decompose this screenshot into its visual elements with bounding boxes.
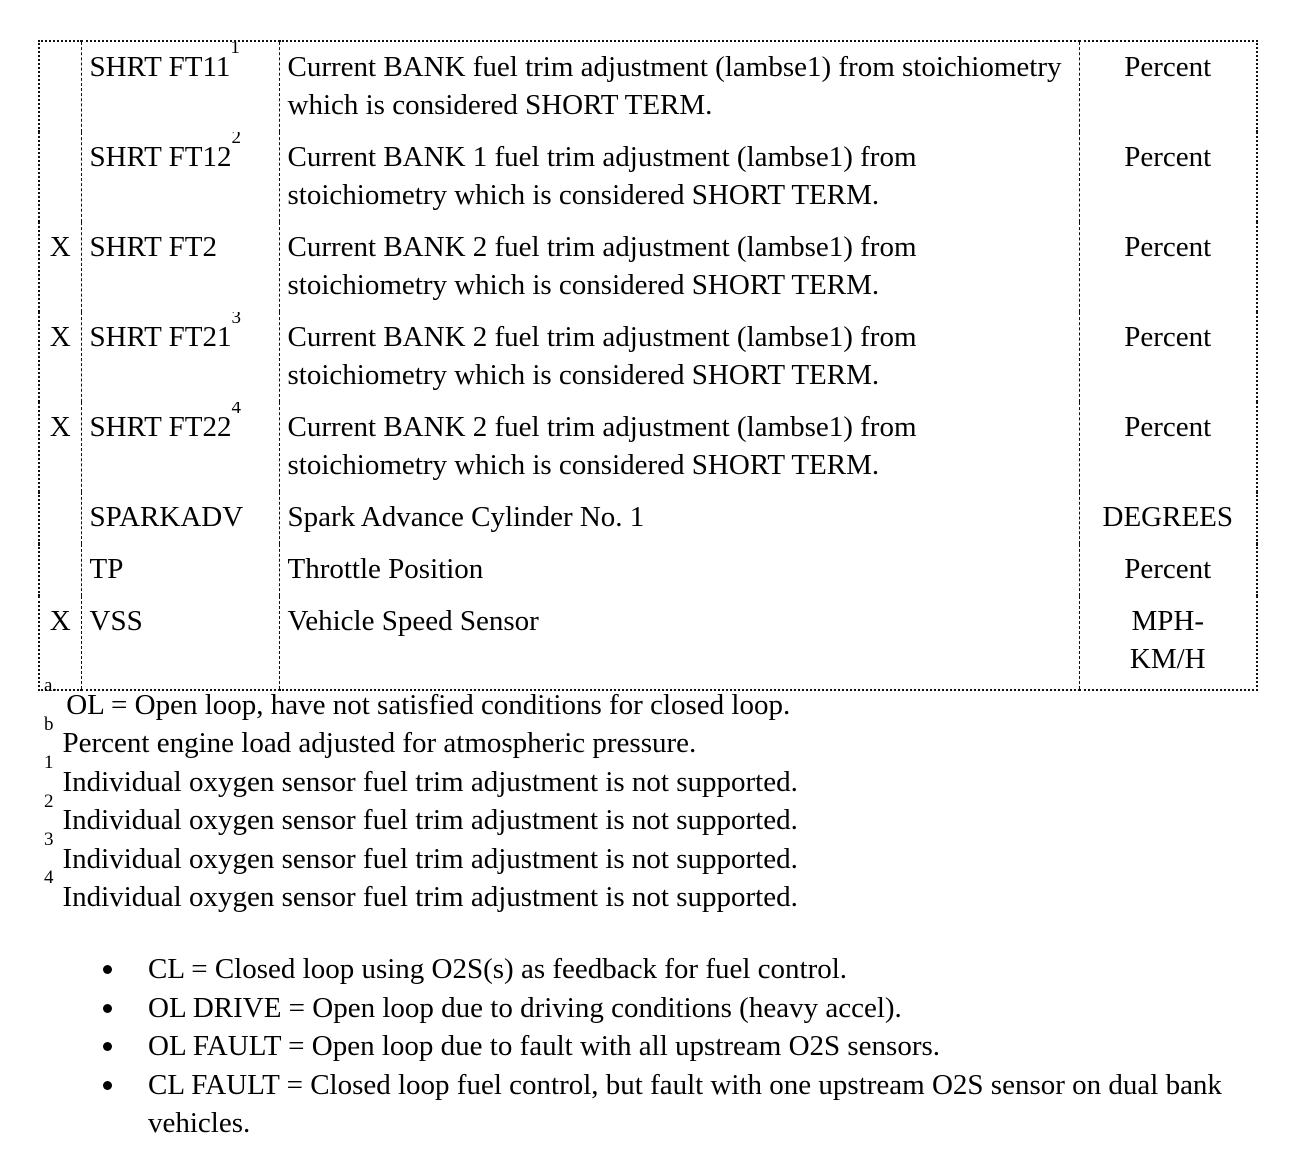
footnote: bPercent engine load adjusted for atmosp…	[44, 715, 798, 762]
table-row: X SHRT FT224 Current BANK 2 fuel trim ad…	[39, 402, 1257, 492]
parameter-name: SPARKADV	[89, 501, 244, 533]
unit-value: Percent	[1124, 231, 1212, 263]
footnote: a. OL = Open loop, have not satisfied con…	[44, 676, 798, 724]
unit-value: Percent	[1124, 141, 1212, 173]
list-item: CL FAULT = Closed loop fuel control, but…	[100, 1066, 1230, 1143]
cell-parameter-name: SHRT FT2	[80, 222, 279, 312]
cell-unit: Percent	[1078, 544, 1257, 596]
cell-checked	[39, 132, 81, 222]
parameter-name: SHRT FT21	[89, 321, 232, 353]
unit-value: Percent	[1124, 553, 1212, 585]
table-row: X VSS Vehicle Speed Sensor MPH- KM/H	[39, 596, 1257, 690]
cell-description: Current BANK fuel trim adjustment (lambs…	[278, 41, 1079, 132]
cell-unit: Percent	[1078, 312, 1257, 402]
table-row: X SHRT FT213 Current BANK 2 fuel trim ad…	[39, 312, 1257, 402]
bullet-icon	[103, 1080, 112, 1090]
footnote: 2Individual oxygen sensor fuel trim adju…	[44, 792, 798, 839]
bullet-icon	[103, 1003, 112, 1013]
parameter-name: SHRT FT12	[89, 141, 232, 173]
footnote-marker: 4	[44, 867, 54, 889]
footnote-text: Percent engine load adjusted for atmosph…	[62, 727, 697, 760]
footnote: 3Individual oxygen sensor fuel trim adju…	[44, 830, 798, 878]
list-item-text: OL FAULT = Open loop due to fault with a…	[148, 1030, 941, 1062]
cell-description: Spark Advance Cylinder No. 1	[278, 492, 1079, 544]
footnote-marker: 1	[44, 752, 54, 774]
footnote-marker: b	[44, 713, 54, 735]
footnote-text: Individual oxygen sensor fuel trim adjus…	[62, 765, 798, 798]
cell-unit: Percent	[1078, 222, 1257, 312]
parameter-table: SHRT FT111 Current BANK fuel trim adjust…	[38, 40, 1258, 691]
parameter-name: TP	[89, 553, 124, 585]
footnote-ref: 2	[231, 132, 241, 149]
cell-description: Vehicle Speed Sensor	[278, 596, 1079, 690]
footnote-marker: 3	[44, 828, 54, 850]
list-item: OL FAULT = Open loop due to fault with a…	[100, 1027, 1230, 1066]
cell-description: Current BANK 1 fuel trim adjustment (lam…	[278, 132, 1079, 222]
footnote-marker: a.	[44, 675, 58, 697]
list-item-text: CL FAULT = Closed loop fuel control, but…	[148, 1068, 1222, 1140]
footnote-ref: 4	[231, 402, 241, 419]
footnote-ref: 1	[230, 41, 240, 59]
cell-checked: X	[49, 411, 71, 443]
bullet-icon	[103, 1042, 112, 1051]
footnote-text: OL = Open loop, have not satisfied condi…	[66, 689, 791, 721]
table-row: SHRT FT111 Current BANK fuel trim adjust…	[39, 41, 1257, 132]
cell-unit: DEGREES	[1078, 492, 1257, 544]
footnote-ref: 3	[231, 312, 241, 329]
cell-checked: X	[49, 605, 71, 637]
list-item-text: OL DRIVE = Open loop due to driving cond…	[148, 991, 902, 1024]
cell-unit: MPH- KM/H	[1078, 596, 1257, 690]
bullet-icon	[103, 965, 112, 974]
cell-parameter-name: SHRT FT122	[80, 132, 279, 222]
list-item: CL = Closed loop using O2S(s) as feedbac…	[100, 950, 1230, 989]
list-item: OL DRIVE = Open loop due to driving cond…	[100, 989, 1230, 1028]
cell-parameter-name: TP	[80, 544, 279, 596]
cell-description: Current BANK 2 fuel trim adjustment (lam…	[278, 402, 1079, 492]
cell-checked: X	[49, 231, 71, 263]
footnote-text: Individual oxygen sensor fuel trim adjus…	[62, 842, 798, 875]
loop-status-definitions-list: CL = Closed loop using O2S(s) as feedbac…	[100, 950, 1230, 1143]
footnote: 1Individual oxygen sensor fuel trim adju…	[44, 753, 798, 801]
cell-description: Throttle Position	[278, 544, 1079, 596]
unit-value: MPH-	[1131, 605, 1204, 637]
unit-value: Percent	[1124, 51, 1212, 83]
footnote-text: Individual oxygen sensor fuel trim adjus…	[62, 881, 798, 914]
cell-checked: X	[49, 321, 71, 353]
parameter-name: VSS	[89, 605, 143, 637]
parameter-name: SHRT FT22	[89, 411, 232, 443]
footnotes: a. OL = Open loop, have not satisfied con…	[44, 676, 798, 916]
cell-unit: Percent	[1078, 132, 1257, 222]
list-item-text: CL = Closed loop using O2S(s) as feedbac…	[148, 953, 848, 985]
cell-parameter-name: SPARKADV	[80, 492, 279, 544]
unit-value: Percent	[1124, 411, 1212, 443]
cell-unit: Percent	[1078, 402, 1257, 492]
cell-unit: Percent	[1078, 41, 1257, 132]
table-row: TP Throttle Position Percent	[39, 544, 1257, 596]
table-row: X SHRT FT2 Current BANK 2 fuel trim adju…	[39, 222, 1257, 312]
cell-checked	[39, 492, 81, 544]
parameter-name: SHRT FT2	[89, 231, 217, 263]
cell-checked	[39, 41, 81, 132]
cell-description: Current BANK 2 fuel trim adjustment (lam…	[278, 222, 1079, 312]
footnote-text: Individual oxygen sensor fuel trim adjus…	[62, 804, 798, 837]
footnote: 4Individual oxygen sensor fuel trim adju…	[44, 868, 798, 916]
cell-checked	[39, 544, 81, 596]
cell-parameter-name: SHRT FT111	[80, 41, 279, 132]
cell-description: Current BANK 2 fuel trim adjustment (lam…	[278, 312, 1079, 402]
cell-parameter-name: SHRT FT224	[80, 402, 279, 492]
unit-value: DEGREES	[1102, 501, 1234, 533]
cell-parameter-name: VSS	[80, 596, 279, 690]
unit-value: Percent	[1124, 321, 1212, 353]
parameter-name: SHRT FT11	[89, 51, 231, 83]
unit-value-line2: KM/H	[1129, 643, 1206, 675]
table-row: SHRT FT122 Current BANK 1 fuel trim adju…	[39, 132, 1257, 222]
table-row: SPARKADV Spark Advance Cylinder No. 1 DE…	[39, 492, 1257, 544]
footnote-marker: 2	[44, 790, 54, 812]
cell-parameter-name: SHRT FT213	[80, 312, 279, 402]
